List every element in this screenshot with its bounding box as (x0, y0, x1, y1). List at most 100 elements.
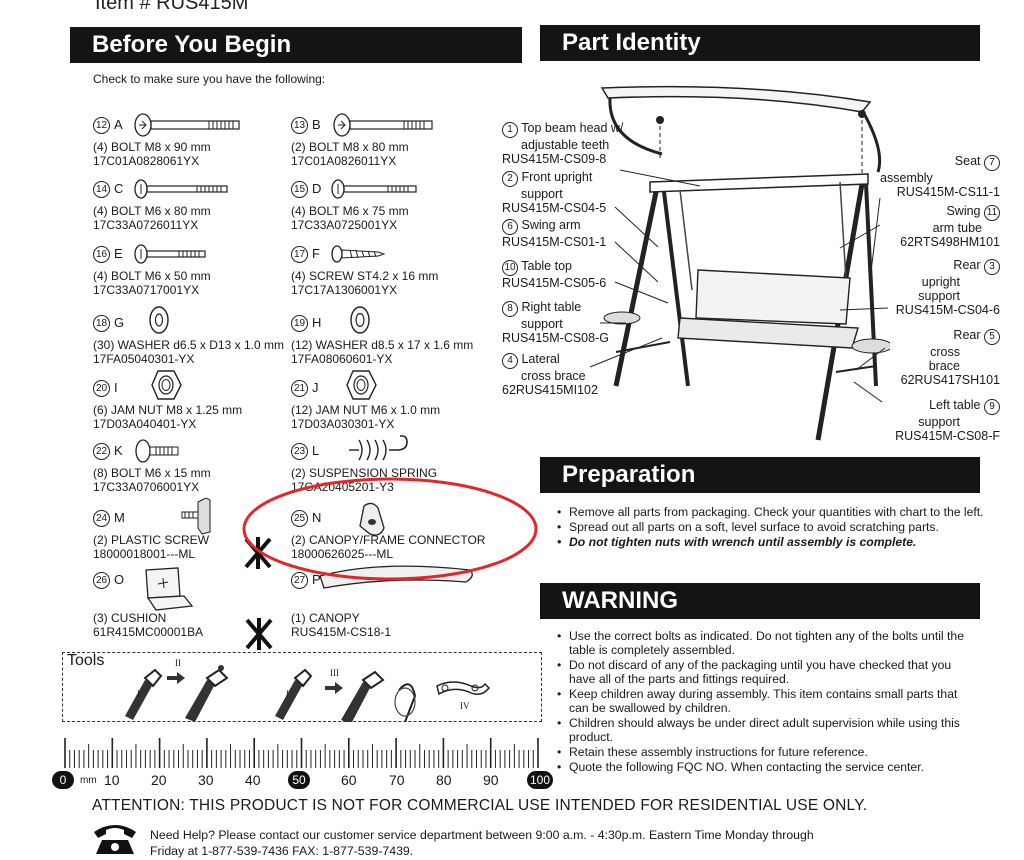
part-desc: (2) CANOPY/FRAME CONNECTOR (291, 533, 486, 547)
warning-item: Retain these assembly instructions for f… (555, 745, 975, 759)
preparation-banner: Preparation (540, 457, 980, 493)
part-letter: M (114, 509, 125, 525)
ruler-label-40: 40 (245, 772, 261, 788)
part-desc: (30) WASHER d6.5 x D13 x 1.0 mm (93, 338, 284, 352)
warning-list: Use the correct bolts as indicated. Do n… (555, 629, 975, 775)
identity-number: 9 (984, 399, 1000, 415)
canopy-icon (319, 565, 473, 589)
part-number: 26 (93, 572, 110, 589)
ruler-label-10: 10 (104, 772, 120, 788)
preparation-item: Remove all parts from packaging. Check y… (555, 505, 985, 519)
bolt-m6x50-icon (134, 244, 206, 264)
identity-line: Rear (953, 328, 981, 342)
identity-label-2: 2 Front upright support RUS415M-CS04-5 (502, 170, 606, 215)
plastic-screw-icon (181, 497, 211, 535)
part-letter: C (114, 180, 124, 196)
part-desc: (4) BOLT M6 x 50 mm (93, 269, 211, 283)
identity-line: cross (930, 345, 960, 359)
item-number: Item # RUS415M (95, 0, 249, 14)
part-code: 17C33A0706001YX (93, 480, 200, 494)
tools-box (62, 652, 542, 722)
ruler-label-20: 20 (151, 772, 167, 788)
tools-illustration (125, 665, 491, 722)
part-desc: (2) PLASTIC SCREW (93, 533, 210, 547)
part-letter: E (114, 245, 123, 261)
ruler-label-30: 30 (198, 772, 214, 788)
identity-code: RUS415M-CS08-F (895, 429, 1000, 443)
part-code: 17C33A0725001YX (291, 218, 398, 232)
part-code: 17C33A0726011YX (93, 218, 199, 232)
part-desc: (12) WASHER d8.5 x 17 x 1.6 mm (291, 338, 474, 352)
part-letter: J (312, 379, 319, 395)
part-desc: (4) BOLT M6 x 75 mm (291, 204, 409, 218)
washer-g-icon (149, 306, 169, 334)
ruler-label-90: 90 (483, 772, 499, 788)
part-letter: N (312, 509, 322, 525)
identity-line: Rear (953, 258, 981, 272)
identity-label-1: 1 Top beam head w/ adjustable teeth RUS4… (502, 121, 623, 166)
identity-line: upright (921, 275, 960, 289)
identity-line: Table top (521, 259, 572, 273)
canopy-frame-connector-icon (359, 502, 385, 536)
identity-line: Swing arm (521, 218, 581, 232)
identity-number: 7 (984, 155, 1000, 171)
identity-line: cross brace (521, 369, 586, 383)
part-number: 20 (93, 380, 110, 397)
part-letter: D (312, 180, 322, 196)
highlight-circle-annotation (242, 477, 538, 581)
before-you-begin-title: Before You Begin (92, 31, 292, 58)
identity-line: Swing (946, 204, 981, 218)
identity-label-7: Seat 7 assembly RUS415M-CS11-1 (880, 154, 1000, 199)
bolt-m6x75-icon (331, 179, 417, 199)
identity-number: 10 (502, 260, 518, 276)
arrow-right-icon (167, 672, 185, 684)
identity-line: support (918, 289, 960, 303)
part-letter: K (114, 442, 123, 458)
wrench-iv-icon (436, 681, 491, 696)
telephone-icon (94, 825, 136, 854)
identity-code: RUS415M-CS04-5 (502, 201, 607, 215)
bolt-m8x80-icon (333, 113, 433, 137)
part-number: 15 (291, 181, 308, 198)
identity-number: 3 (984, 259, 1000, 275)
help-line-2: Friday at 1-877-539-7436 FAX: 1-877-539-… (150, 844, 414, 858)
identity-number: 11 (984, 205, 1000, 221)
jam-nut-m6-icon (346, 370, 377, 400)
warning-item: Use the correct bolts as indicated. Do n… (555, 629, 975, 657)
part-desc: (2) SUSPENSION SPRING (291, 466, 438, 480)
part-letter: L (312, 442, 320, 458)
identity-label-5: Rear 5 cross brace 62RUS417SH101 (870, 328, 1000, 387)
identity-line: Seat (954, 154, 981, 168)
identity-label-3: Rear 3 upright support RUS415M-CS04-6 (870, 258, 1000, 317)
part-code: 61R415MC00001BA (93, 625, 204, 639)
part-letter: H (312, 314, 322, 330)
part-desc: (1) CANOPY (291, 611, 360, 625)
identity-line: Left table (929, 398, 981, 412)
part-letter: G (114, 314, 125, 330)
part-code: 17D03A030301-YX (291, 417, 395, 431)
ruler-label-70: 70 (389, 772, 405, 788)
identity-line: Lateral (521, 352, 560, 366)
identity-line: support (918, 415, 960, 429)
screw-st42-icon (331, 245, 386, 263)
before-you-begin-banner: Before You Begin (70, 27, 522, 63)
identity-label-11: Swing 11 arm tube 62RTS498HM101 (870, 204, 1000, 249)
hex-key-icon (394, 683, 417, 722)
ruler-label-80: 80 (436, 772, 452, 788)
warning-banner: WARNING (540, 583, 980, 619)
tools-label: Tools (67, 652, 105, 669)
part-number: 24 (93, 510, 110, 527)
part-letter: F (312, 245, 320, 261)
identity-code: RUS415M-CS01-1 (502, 235, 607, 249)
